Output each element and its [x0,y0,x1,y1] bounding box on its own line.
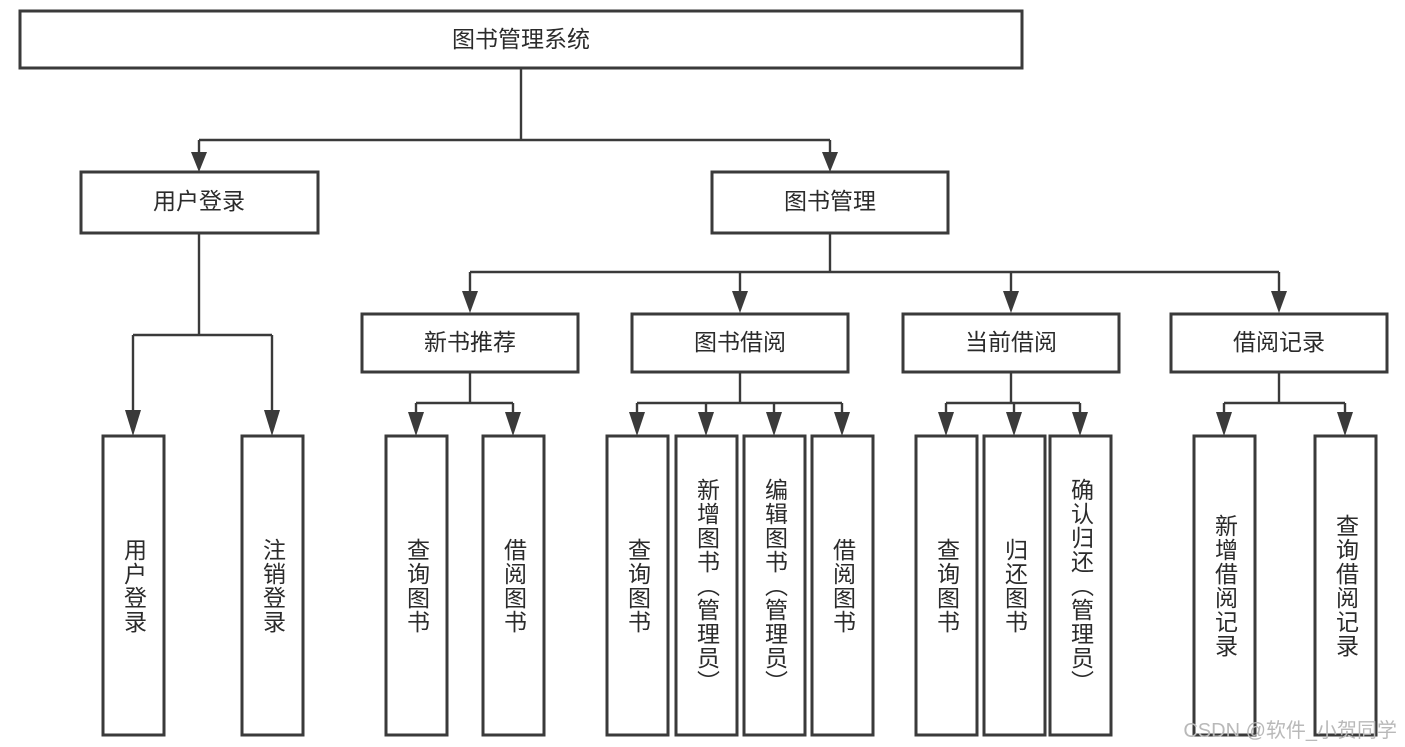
node-box-leaf-query-book-2[interactable] [605,434,670,737]
node-box-borrow-record[interactable] [1169,312,1389,374]
arrow-to-leaf-return-book [1006,412,1022,436]
arrow-to-user-login [191,152,207,172]
node-box-leaf-borrow-book-2[interactable] [810,434,875,737]
arrow-to-leaf-borrow-book-2 [834,412,850,436]
arrow-to-leaf-query-record [1337,412,1353,436]
connector-layer [125,68,1353,436]
arrow-to-leaf-borrow-book-1 [505,412,521,436]
node-layer: 图书管理系统 用户登录 图书管理 新书推荐 图书借阅 当前借阅 借阅记录 [18,9,1389,737]
node-box-leaf-user-login[interactable] [101,434,166,737]
node-box-leaf-logout[interactable] [240,434,305,737]
arrow-to-leaf-add-book [698,412,714,436]
node-box-current-borrow[interactable] [901,312,1121,374]
arrow-to-leaf-query-book-2 [629,412,645,436]
arrow-to-book-borrow [732,291,748,313]
node-box-leaf-return-book[interactable] [982,434,1047,737]
node-box-leaf-query-book-3[interactable] [914,434,979,737]
arrow-to-leaf-query-book-3 [938,412,954,436]
node-box-root[interactable] [18,9,1024,70]
arrow-to-leaf-confirm-return [1072,412,1088,436]
node-label-book-manage: 图书管理 [784,188,876,214]
node-box-leaf-query-record[interactable] [1313,434,1378,737]
node-label-user-login: 用户登录 [153,188,245,214]
arrow-to-borrow-record [1271,291,1287,313]
node-box-leaf-confirm-return[interactable] [1048,434,1113,737]
node-box-leaf-edit-book[interactable] [742,434,807,737]
node-label-current-borrow: 当前借阅 [965,329,1057,355]
node-label-borrow-record: 借阅记录 [1233,329,1325,355]
node-box-user-login[interactable] [79,170,320,235]
node-box-book-manage[interactable] [710,170,950,235]
node-box-book-borrow[interactable] [630,312,850,374]
node-box-new-book-rec[interactable] [360,312,580,374]
arrow-to-book-manage [822,152,838,172]
node-label-root: 图书管理系统 [452,26,590,52]
node-label-book-borrow: 图书借阅 [694,329,786,355]
arrow-to-leaf-query-book-1 [408,412,424,436]
arrow-to-new-book-rec [462,291,478,313]
node-box-leaf-borrow-book-1[interactable] [481,434,546,737]
arrow-to-leaf-logout [264,410,280,436]
arrow-to-leaf-user-login [125,410,141,436]
arrow-to-leaf-add-record [1216,412,1232,436]
arrow-to-current-borrow [1003,291,1019,313]
node-box-leaf-add-book[interactable] [674,434,739,737]
node-label-new-book-rec: 新书推荐 [424,329,516,355]
arrow-to-leaf-edit-book [766,412,782,436]
csdn-watermark: CSDN @软件_小贺同学 [1183,720,1397,742]
node-box-leaf-add-record[interactable] [1192,434,1257,737]
node-box-leaf-query-book-1[interactable] [384,434,449,737]
